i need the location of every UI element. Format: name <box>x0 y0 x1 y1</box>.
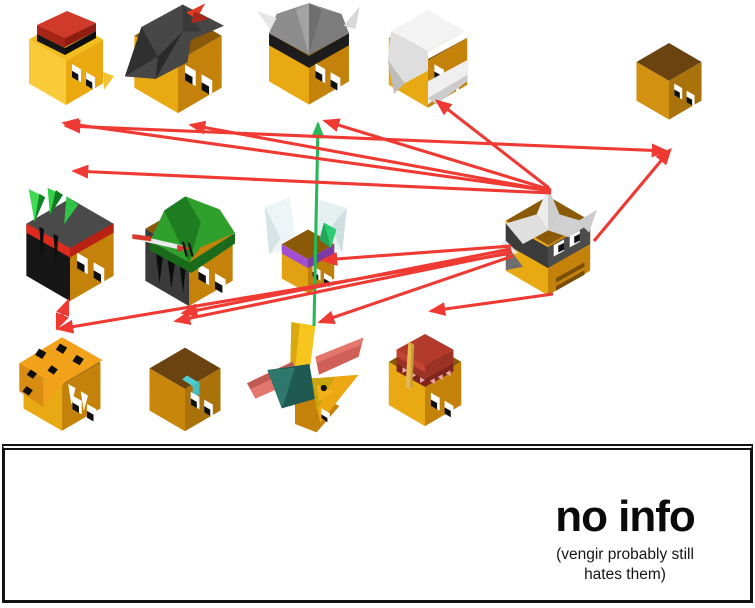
elyrion-wings-crystal-head-icon <box>251 193 365 307</box>
no-info-box <box>2 444 753 603</box>
gold-head-red-fez-icon <box>16 10 116 110</box>
plain-brown-head-icon <box>625 36 713 124</box>
arrow-vengir-to-bardur <box>322 118 552 192</box>
vengir-white-knight-helm-head-icon <box>491 187 605 301</box>
xin-xi-samurai-head-icon <box>119 1 237 119</box>
arrow-vengir-to-quetzali <box>71 164 552 195</box>
hoodrick-green-hood-head-icon <box>130 194 248 312</box>
zebasi-leopard-hood-head-icon <box>10 332 114 436</box>
no-info-subtitle-line-2: hates them) <box>584 566 666 584</box>
arrow-vengir-to-fez <box>61 118 552 193</box>
no-info-subtitle: (vengir probably still hates them) <box>500 545 750 586</box>
ai-mo-teal-stripe-head-icon <box>137 340 233 436</box>
quetzali-green-feathers-head-icon <box>11 187 129 307</box>
arrow-fez-to-ancient <box>63 119 669 158</box>
cymanti-pinwheel-wings-head-icon <box>247 322 367 442</box>
arrow-vengir-to-xinxi <box>188 120 552 193</box>
no-info-subtitle-line-1: (vengir probably still <box>556 546 694 563</box>
arrow-vengir-to-ancient <box>592 147 672 242</box>
arrow-vengir-to-oumaji <box>434 99 550 190</box>
white-turban-head-icon <box>375 7 481 113</box>
no-info-title: no info <box>555 492 696 541</box>
bardur-viking-helmet-head-icon <box>255 2 363 110</box>
no-info-caption: no info (vengir probably still hates the… <box>500 495 750 586</box>
yadakk-red-patterned-hat-head-icon <box>376 333 474 431</box>
